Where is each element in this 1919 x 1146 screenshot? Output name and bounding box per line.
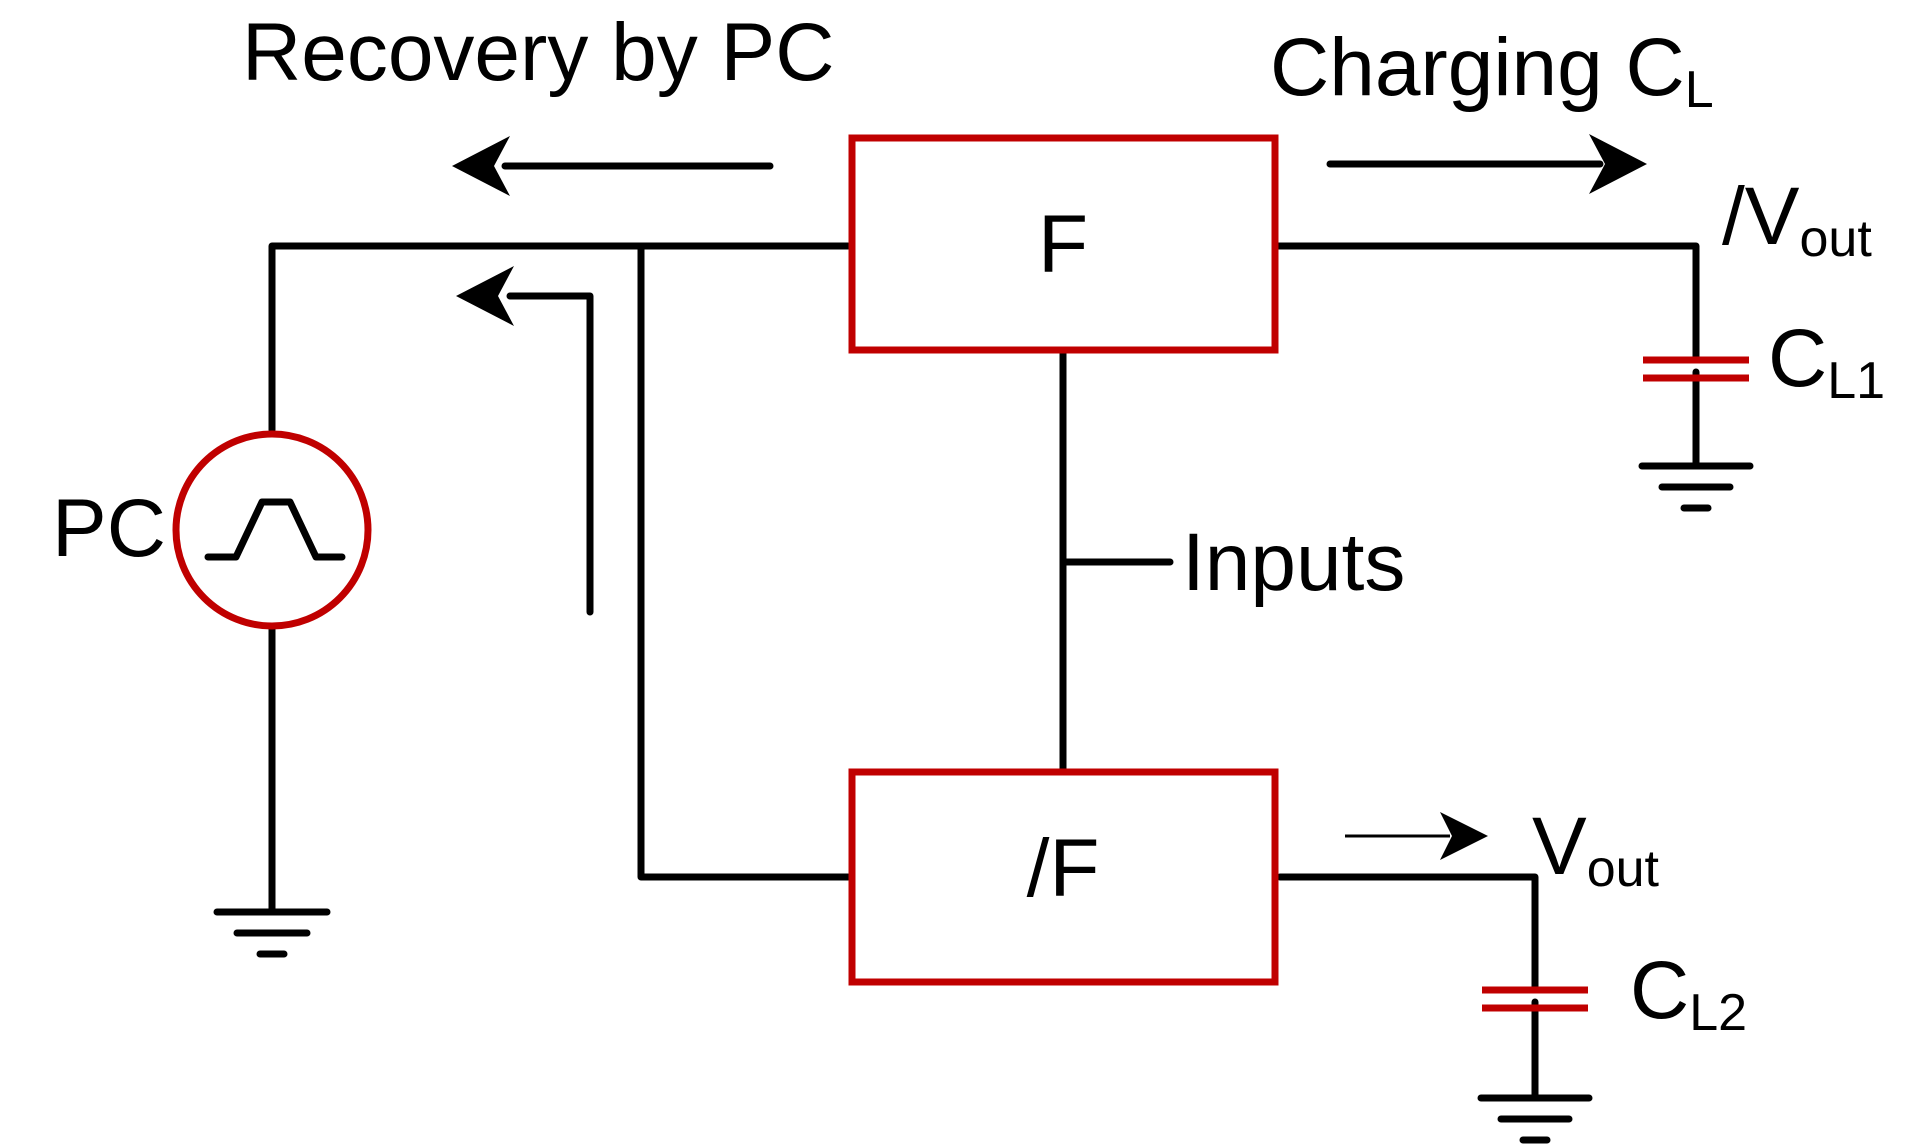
nvout-label: /Vout bbox=[1722, 171, 1872, 268]
pc-ground-icon bbox=[213, 908, 331, 958]
nvout-wire bbox=[1271, 242, 1700, 364]
cl1-capacitor-icon bbox=[1643, 356, 1749, 382]
vout-arrow bbox=[1345, 812, 1488, 860]
cl2-label: CL2 bbox=[1630, 945, 1747, 1042]
vout-wire bbox=[1276, 873, 1539, 994]
trapezoid-pulse-icon bbox=[204, 498, 346, 561]
charging-label: Charging CL bbox=[1270, 22, 1714, 119]
cl2-capacitor-icon bbox=[1482, 986, 1588, 1012]
cl1-label: CL1 bbox=[1768, 313, 1885, 410]
cl1-ground-icon bbox=[1638, 462, 1754, 512]
vout-label: Vout bbox=[1532, 801, 1660, 898]
charging-arrow bbox=[1326, 134, 1647, 194]
pc-top-wire bbox=[268, 242, 852, 434]
inputs-label: Inputs bbox=[1182, 517, 1405, 608]
recovery-label: Recovery by PC bbox=[242, 7, 834, 98]
pc-label: PC bbox=[52, 483, 166, 574]
recovery-arrow-top bbox=[452, 136, 774, 196]
pc-source bbox=[172, 430, 372, 630]
block-nf-label: /F bbox=[1027, 823, 1100, 914]
block-nf bbox=[848, 768, 1279, 986]
block-f-label: F bbox=[1038, 199, 1088, 290]
pc-to-nf-wire bbox=[637, 242, 852, 881]
cl2-ground-icon bbox=[1477, 1094, 1593, 1144]
recovery-arrow-return bbox=[456, 266, 594, 616]
block-f bbox=[848, 134, 1279, 354]
